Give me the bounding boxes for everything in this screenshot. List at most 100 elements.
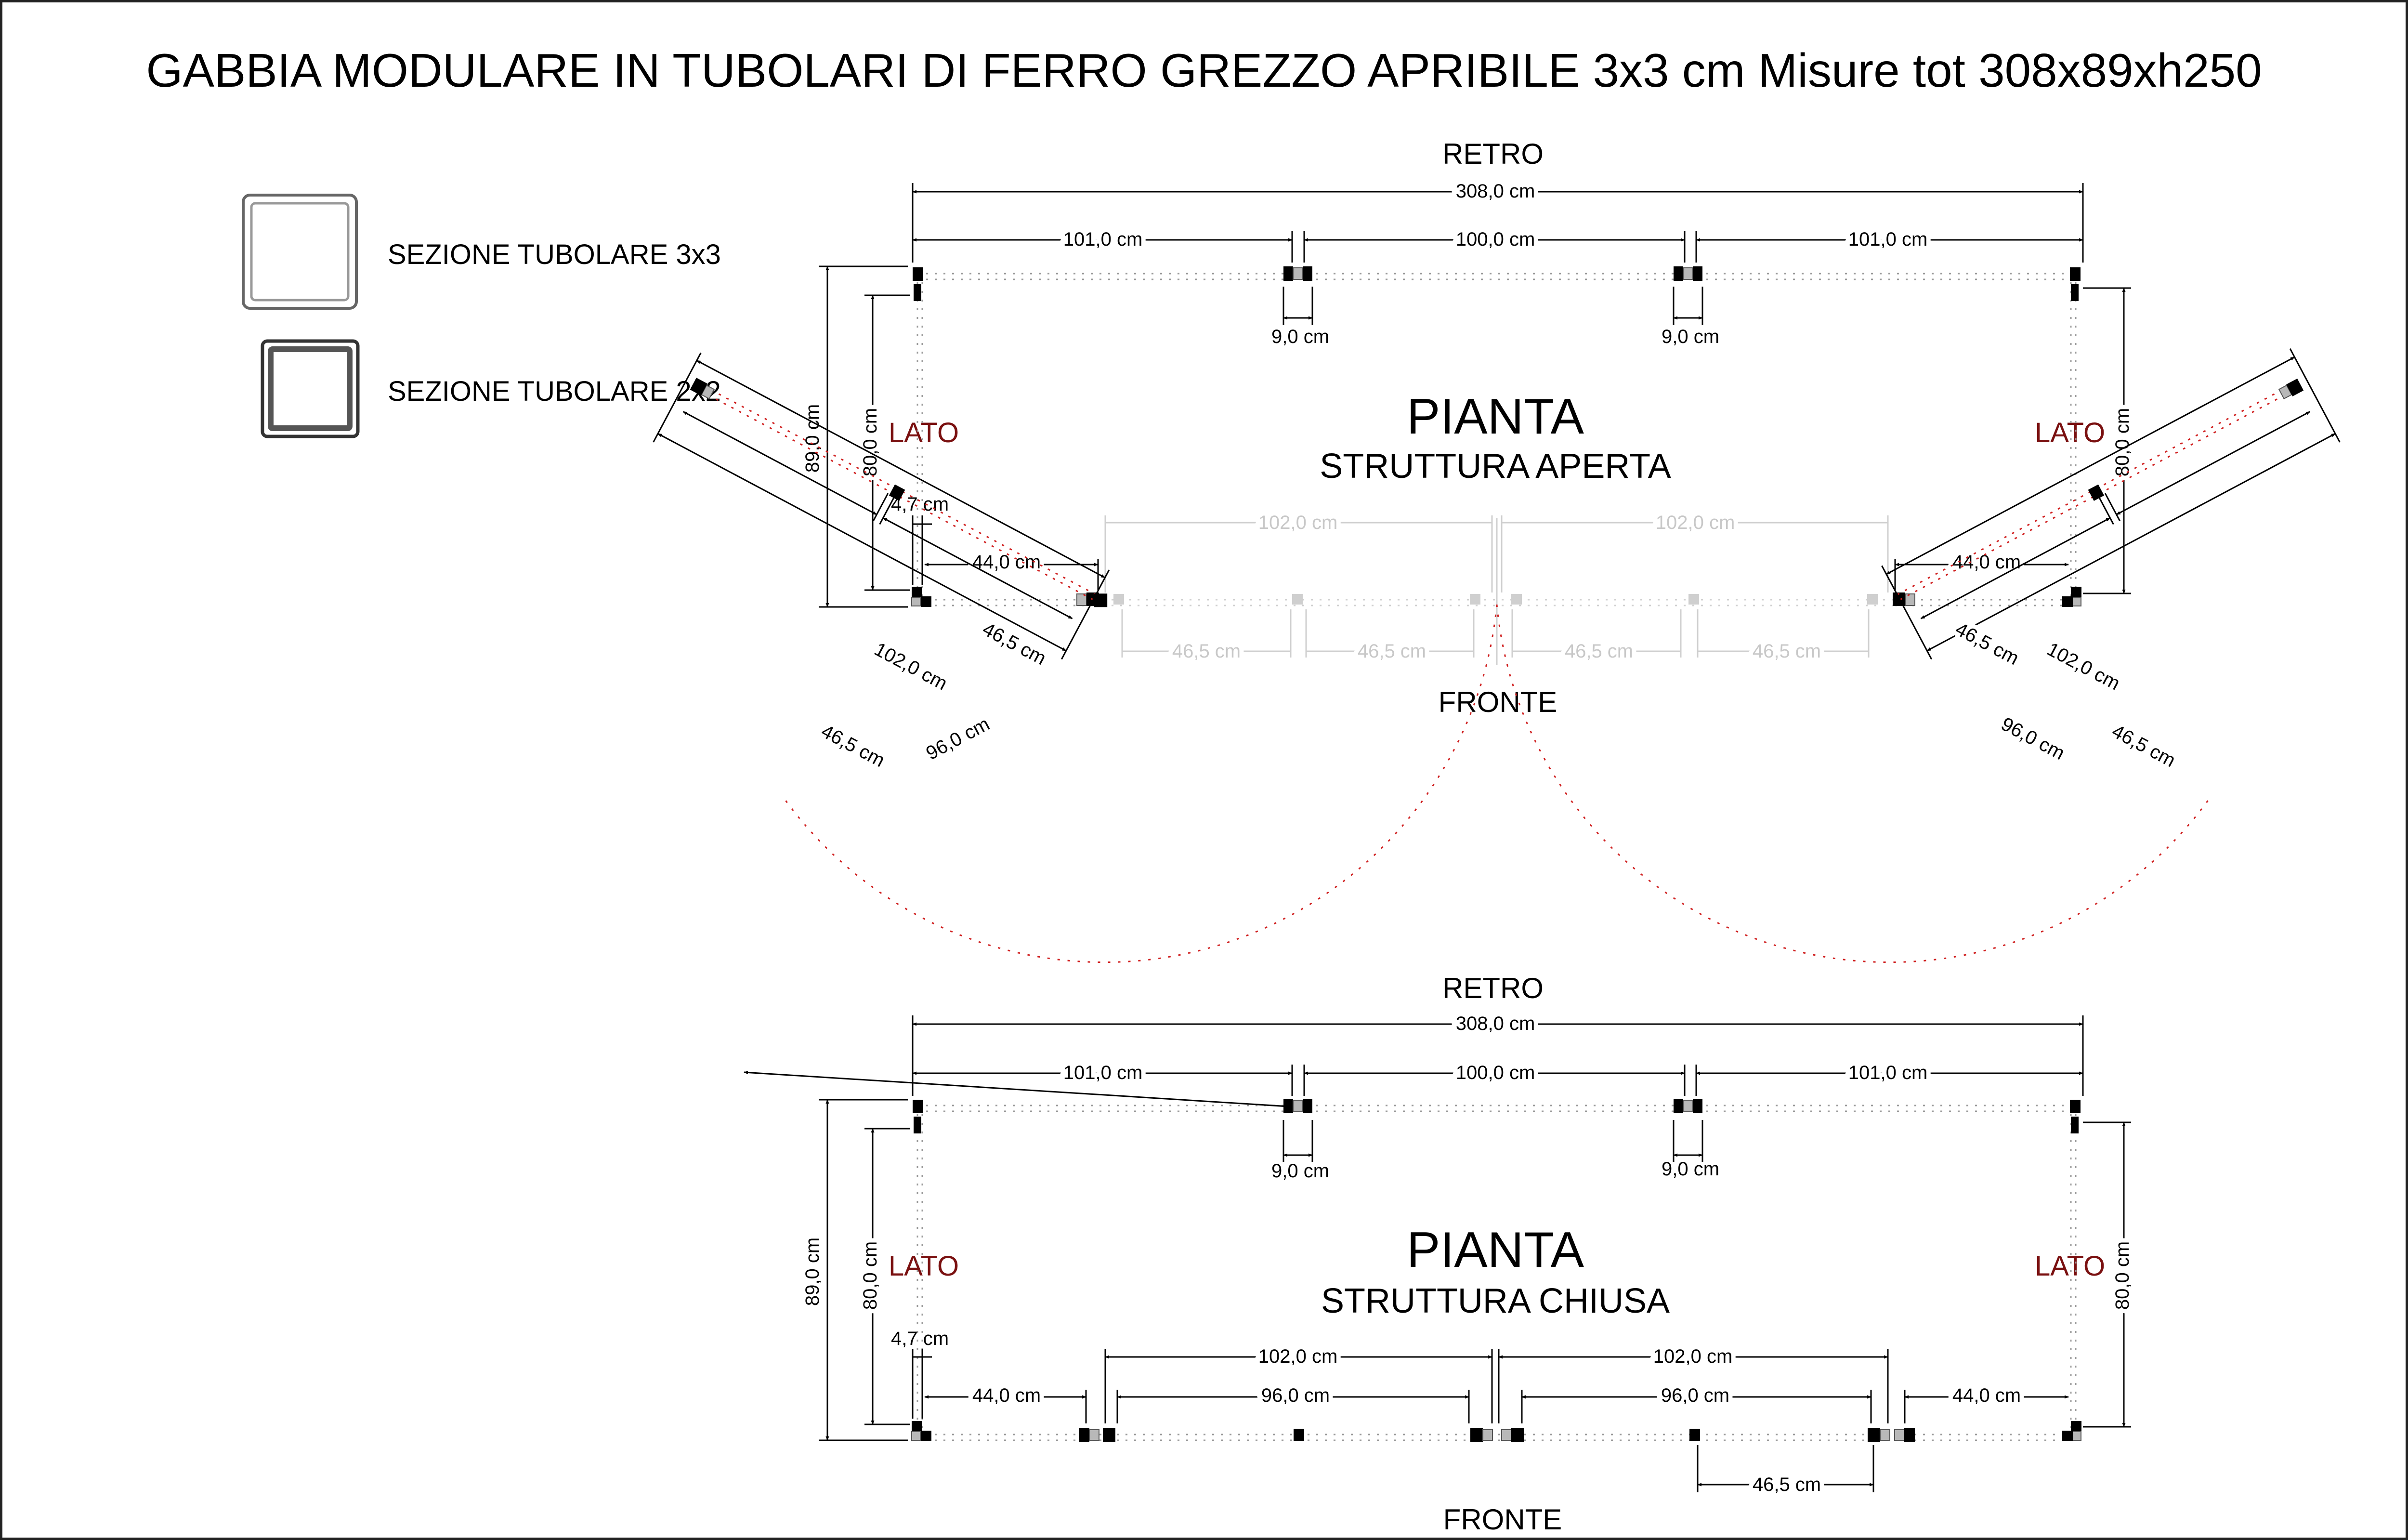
open-dim-gap-left-text: 9,0 cm [1271,326,1329,347]
open-rdoor-total-text: 102,0 cm [2043,638,2123,694]
closed-dim-front-right-text: 44,0 cm [1952,1385,2021,1406]
closed-dim-depth-ext [819,1099,908,1441]
closed-dim-inner-left-text: 80,0 cm [860,1241,881,1310]
legend-swatch-3x3 [242,194,358,310]
closed-post-tr [2070,1100,2081,1113]
open-ghost-dim-halves [1121,609,1870,658]
closed-dim-seg-mid-text: 100,0 cm [1456,1062,1535,1083]
open-ghost-half-1: 46,5 cm [1172,641,1241,662]
closed-dim-door-inner-left-text: 96,0 cm [1261,1385,1330,1406]
open-dim-seg-right-text: 101,0 cm [1848,229,1928,250]
legend: SEZIONE TUBOLARE 3x3 SEZIONE TUBOLARE 2x… [242,194,721,438]
plan-closed: RETRO FRONTE PIANTA STRUTTURA CHIUSA LAT… [744,972,2137,1536]
legend-label-2x2: SEZIONE TUBOLARE 2x2 [388,376,721,407]
open-ghost-posts [1113,594,1878,605]
open-dim-gap-left-ext [1283,287,1313,325]
open-rdoor-outer-half-text: 46,5 cm [2108,721,2179,772]
closed-dim-gap-right-ext [1673,1120,1703,1162]
closed-dim-total-text: 308,0 cm [1456,1013,1535,1034]
open-ghost-half-4: 46,5 cm [1753,641,1821,662]
open-post-top-mid-left [1283,266,1312,281]
open-dim-seg-mid-text: 100,0 cm [1456,229,1535,250]
closed-dim-total-ext [912,1015,2084,1096]
closed-dim-offset-ext [912,1349,923,1419]
closed-dim-depth-text: 89,0 cm [802,1237,823,1306]
open-post-bl2 [911,597,921,606]
open-dim-front-right-text: 44,0 cm [1952,552,2021,573]
closed-dim-gap-left-ext [1283,1120,1313,1162]
closed-fronte-label: FRONTE [1443,1503,1562,1536]
closed-dim-door-inner-left-ext [1116,1390,1470,1423]
open-ghost-front [1103,599,1893,606]
closed-dim-offset-text: 4,7 cm [891,1328,949,1349]
closed-post-tl2 [914,1117,921,1133]
closed-post-tr2 [2071,1117,2079,1133]
closed-dim-half-text: 46,5 cm [1753,1474,1821,1495]
closed-dim-seg-right-text: 101,0 cm [1848,1062,1928,1083]
closed-dim-door-left-text: 102,0 cm [1258,1346,1338,1367]
closed-dim-front-left-text: 44,0 cm [972,1385,1041,1406]
open-post-br [2071,587,2081,597]
open-dim-front-left-text: 44,0 cm [972,552,1041,573]
closed-dim-seg-left-text: 101,0 cm [1063,1062,1143,1083]
open-ldoor-inner-text: 96,0 cm [923,713,993,764]
closed-dim-gap-right-text: 9,0 cm [1662,1158,1719,1180]
open-ldoor-inner-half-text: 46,5 cm [979,619,1049,670]
open-post-tr2 [2071,284,2079,301]
open-swing-arc-left [784,604,1498,963]
closed-post-tl [913,1100,923,1113]
open-hinge-right2 [1905,593,1915,606]
closed-dim-seg-ext [1291,1065,1697,1096]
closed-post-bl [912,1421,922,1432]
drawing-title: GABBIA MODULARE IN TUBOLARI DI FERRO GRE… [146,44,2262,97]
open-door-left [690,378,1108,607]
open-plan-title: PIANTA [1407,389,1584,445]
open-post-tr [2070,267,2081,281]
open-post-tl [913,267,923,281]
open-lato-right: LATO [2035,417,2105,448]
closed-dim-door-inner-right-text: 96,0 cm [1661,1385,1729,1406]
closed-plan-title: PIANTA [1407,1222,1584,1278]
open-rdoor-inner-text: 96,0 cm [1998,713,2068,764]
closed-dim-gap-left-text: 9,0 cm [1271,1160,1329,1182]
closed-dim-half-ext [1697,1445,1874,1492]
open-dim-inner-right-text: 80,0 cm [2112,408,2133,476]
open-post-tl2 [914,284,921,301]
closed-dim-inner-right-ext [2083,1121,2131,1428]
open-post-top-mid-right [1674,266,1702,281]
closed-plan-subtitle: STRUTTURA CHIUSA [1321,1282,1670,1320]
open-ldoor-outer-half-text: 46,5 cm [818,721,888,772]
open-dim-seg-left-text: 101,0 cm [1063,229,1143,250]
open-ghost-half-2: 46,5 cm [1358,641,1426,662]
open-post-bl3 [921,596,931,607]
plan-open: RETRO FRONTE PIANTA STRUTTURA APERTA LAT… [653,138,2341,963]
open-dim-inner-left-text: 80,0 cm [860,408,881,476]
legend-swatch-2x2 [261,339,360,438]
open-retro-label: RETRO [1442,138,1544,170]
open-ghost-half-3: 46,5 cm [1565,641,1633,662]
closed-lato-right: LATO [2035,1250,2105,1282]
open-dim-depth-text: 89,0 cm [802,404,823,473]
open-ldoor-total-text: 102,0 cm [871,638,951,694]
open-rdoor-inner-half-text: 46,5 cm [1952,619,2022,670]
closed-retro-label: RETRO [1442,972,1544,1004]
closed-front-posts [1079,1428,1915,1442]
open-fronte-label: FRONTE [1439,686,1557,718]
closed-dim-door-left-ext [1104,1349,1493,1423]
open-swing-arc-right [1496,604,2210,963]
closed-post-bl3 [921,1431,931,1441]
closed-dim-door-right-ext [1498,1349,1889,1423]
open-dim-total-text: 308,0 cm [1456,181,1535,202]
closed-dim-inner-right-text: 80,0 cm [2112,1241,2133,1310]
closed-dim-door-inner-right-ext [1521,1390,1872,1423]
open-door-left-dims [653,352,1110,660]
closed-dim-door-right-text: 102,0 cm [1653,1346,1733,1367]
open-post-bl [912,587,922,597]
open-lato-left: LATO [889,417,959,448]
open-ghost-dim-left-text: 102,0 cm [1258,512,1338,533]
open-dim-gap-right-text: 9,0 cm [1662,326,1719,347]
open-dim-gap-right-ext [1673,287,1703,325]
open-dim-seg-ext [1291,231,1697,263]
